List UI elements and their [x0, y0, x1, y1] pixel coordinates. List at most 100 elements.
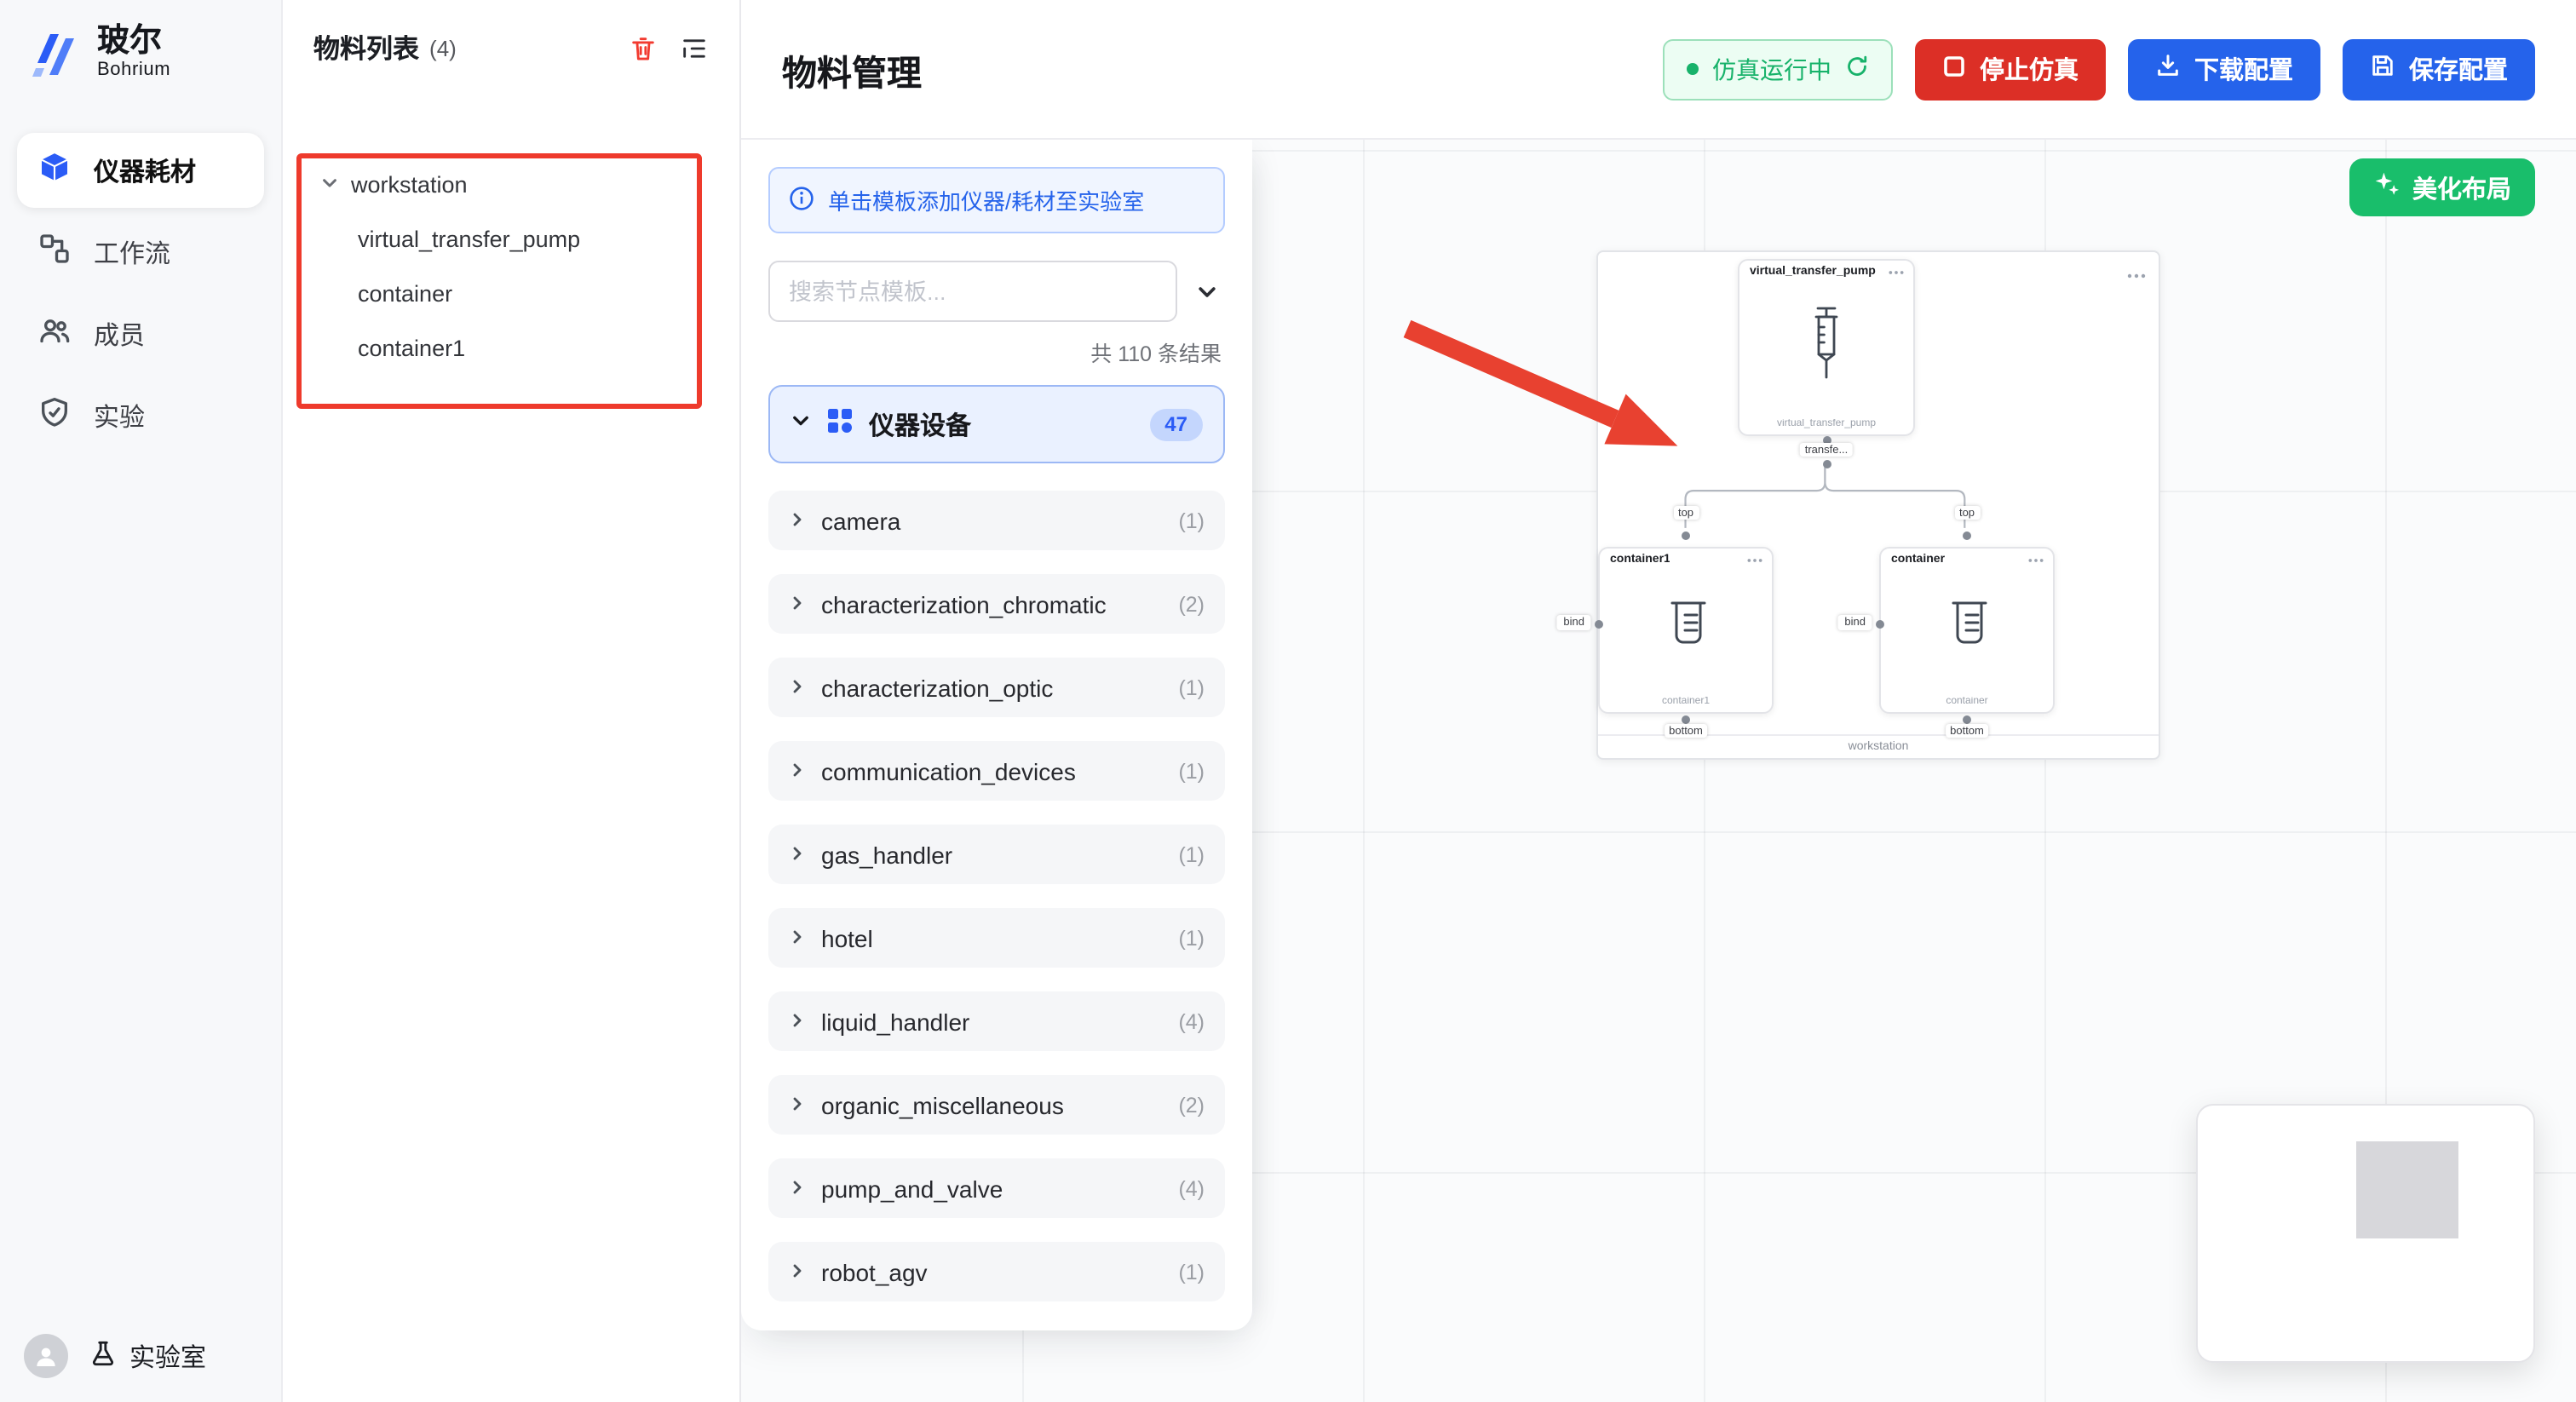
template-item-robot-agv[interactable]: robot_agv (1): [768, 1242, 1225, 1301]
node-name: virtual_transfer_pump: [1776, 419, 1877, 429]
topbar: 物料管理 仿真运行中: [741, 0, 2576, 140]
more-icon[interactable]: [1888, 268, 1905, 275]
hint-banner: 单击模板添加仪器/耗材至实验室: [768, 167, 1225, 233]
port-label-bottom: bottom: [1945, 724, 1989, 738]
template-item-liquid-handler[interactable]: liquid_handler (4): [768, 991, 1225, 1051]
node-virtual-transfer-pump[interactable]: virtual_transfer_pump: [1738, 259, 1915, 436]
chevron-right-icon: [789, 1006, 806, 1037]
more-icon[interactable]: [2126, 257, 2147, 288]
node-title: container: [1891, 554, 1946, 566]
refresh-icon[interactable]: [1845, 55, 1869, 83]
grid-icon: [826, 406, 854, 442]
port-handle[interactable]: [1594, 620, 1602, 629]
members-icon: [37, 313, 72, 354]
template-item-pump-and-valve[interactable]: pump_and_valve (4): [768, 1158, 1225, 1218]
simulation-status-badge: 仿真运行中: [1663, 38, 1893, 100]
download-icon: [2155, 53, 2181, 85]
tree-node-label: container: [358, 280, 453, 306]
tree-node-workstation[interactable]: workstation: [283, 157, 739, 211]
port-handle[interactable]: [1822, 460, 1831, 468]
download-config-button[interactable]: 下载配置: [2128, 38, 2320, 100]
brand-name-cn: 玻尔: [97, 24, 163, 60]
node-title: virtual_transfer_pump: [1750, 266, 1876, 278]
sidebar-item-instruments[interactable]: 仪器耗材: [17, 133, 264, 208]
chevron-right-icon: [789, 1256, 806, 1287]
port-handle[interactable]: [1963, 531, 1971, 540]
chevron-right-icon: [789, 589, 806, 619]
save-icon: [2370, 53, 2395, 85]
chevron-down-icon[interactable]: [1187, 273, 1225, 310]
tree-node-child[interactable]: container1: [283, 320, 739, 375]
sidebar-item-workflow[interactable]: 工作流: [17, 215, 264, 290]
template-item-characterization-chromatic[interactable]: characterization_chromatic (2): [768, 574, 1225, 634]
sidebar-item-label: 成员: [94, 321, 146, 350]
chevron-right-icon: [789, 505, 806, 536]
minimap-viewport[interactable]: [2356, 1141, 2458, 1238]
sidebar: 玻尔 Bohrium 仪器耗材: [0, 0, 283, 1402]
cube-icon: [37, 150, 72, 191]
sparkles-icon: [2373, 170, 2401, 204]
minimap[interactable]: [2196, 1104, 2535, 1363]
template-item-organic-miscellaneous[interactable]: organic_miscellaneous (2): [768, 1075, 1225, 1135]
port-handle[interactable]: [1875, 620, 1883, 629]
save-config-button[interactable]: 保存配置: [2343, 38, 2535, 100]
template-item-characterization-optic[interactable]: characterization_optic (1): [768, 658, 1225, 717]
outline-collapse-icon[interactable]: [680, 33, 709, 62]
tree-node-child[interactable]: virtual_transfer_pump: [283, 211, 739, 266]
template-item-gas-handler[interactable]: gas_handler (1): [768, 825, 1225, 884]
sidebar-item-experiments[interactable]: 实验: [17, 378, 264, 453]
template-list: camera (1) characterization_chromatic (2…: [768, 491, 1225, 1301]
save-button-label: 保存配置: [2409, 58, 2508, 85]
page-title: 物料管理: [782, 54, 922, 93]
flask-icon: [89, 1338, 118, 1374]
tree-node-label: container1: [358, 335, 466, 360]
template-item-hotel[interactable]: hotel (1): [768, 908, 1225, 968]
chevron-right-icon: [789, 922, 806, 953]
node-title: container1: [1610, 554, 1670, 566]
node-container1[interactable]: container1: [1598, 547, 1774, 714]
avatar[interactable]: [24, 1334, 68, 1378]
workstation-group-node[interactable]: virtual_transfer_pump: [1556, 250, 2160, 760]
chevron-down-icon: [320, 171, 339, 197]
port-handle[interactable]: [1822, 436, 1831, 445]
stop-button-label: 停止仿真: [1980, 58, 2079, 85]
beautify-label: 美化布局: [2412, 176, 2511, 204]
port-handle[interactable]: [1682, 531, 1690, 540]
lab-link[interactable]: 实验室: [89, 1338, 206, 1374]
main-content: 物料管理 仿真运行中: [741, 0, 2576, 1402]
sidebar-nav: 仪器耗材 工作流: [0, 133, 281, 453]
chevron-right-icon: [789, 756, 806, 786]
beautify-layout-button[interactable]: 美化布局: [2349, 158, 2535, 216]
port-handle[interactable]: [1682, 715, 1690, 724]
templates-panel: 单击模板添加仪器/耗材至实验室 共 110 条结果: [741, 140, 1252, 1330]
stop-simulation-button[interactable]: 停止仿真: [1915, 38, 2106, 100]
info-icon: [789, 185, 814, 215]
shield-icon: [37, 395, 72, 436]
lab-label: 实验室: [129, 1343, 207, 1372]
tree-node-label: virtual_transfer_pump: [358, 226, 581, 251]
materials-panel: 物料列表 (4): [283, 0, 741, 1402]
tree-node-child[interactable]: container: [283, 266, 739, 320]
search-input[interactable]: [768, 261, 1177, 322]
syringe-icon: [1804, 305, 1849, 392]
status-label: 仿真运行中: [1712, 55, 1831, 83]
category-label: 仪器设备: [869, 411, 972, 440]
port-handle[interactable]: [1963, 715, 1971, 724]
node-container[interactable]: container: [1879, 547, 2055, 714]
category-count-badge: 47: [1149, 408, 1203, 440]
more-icon[interactable]: [1746, 556, 1763, 563]
tree-node-label: workstation: [351, 171, 468, 197]
sidebar-item-members[interactable]: 成员: [17, 296, 264, 371]
template-item-communication-devices[interactable]: communication_devices (1): [768, 741, 1225, 801]
template-item-camera[interactable]: camera (1): [768, 491, 1225, 550]
status-dot-icon: [1687, 63, 1699, 75]
trash-icon[interactable]: [629, 33, 658, 62]
beaker-icon: [1938, 596, 1996, 666]
more-icon[interactable]: [2027, 556, 2044, 563]
chevron-right-icon: [789, 839, 806, 870]
download-button-label: 下载配置: [2194, 58, 2293, 85]
brand-name-en: Bohrium: [97, 60, 171, 80]
flow-canvas[interactable]: 单击模板添加仪器/耗材至实验室 共 110 条结果: [741, 140, 2576, 1402]
category-instruments[interactable]: 仪器设备 47: [768, 385, 1225, 463]
